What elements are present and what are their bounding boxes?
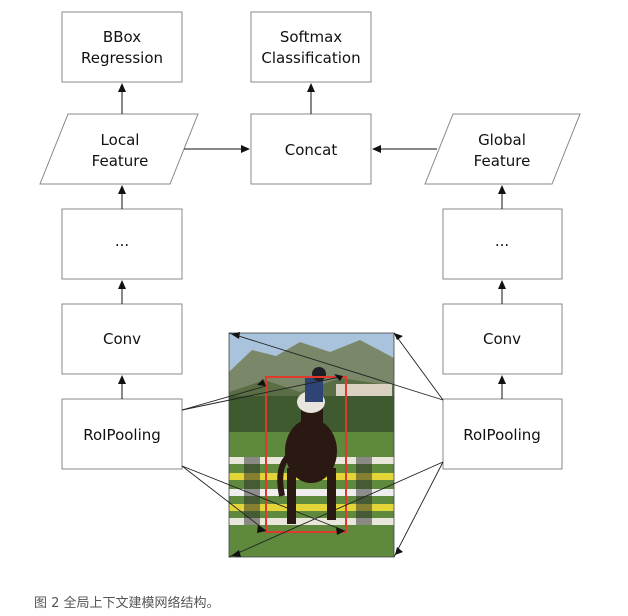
bbox-regression-label-line1: BBox	[103, 28, 141, 46]
global-feature-label-line1: Global	[478, 131, 526, 149]
global-feature-label-line2: Feature	[474, 152, 531, 170]
corner-arrowhead-8	[395, 547, 403, 555]
global-feature-parallelogram: Global Feature	[424, 113, 581, 185]
softmax-classification-box: Softmax Classification	[250, 11, 372, 83]
right-projection-line-2	[393, 332, 444, 401]
corner-arrowhead-2	[334, 374, 343, 381]
left-conv-label: Conv	[103, 330, 141, 348]
right-ellipsis-label: ...	[495, 232, 509, 250]
right-conv-box: Conv	[442, 303, 563, 375]
left-projection-line-1	[181, 385, 267, 411]
left-ellipsis-box: ...	[61, 208, 183, 280]
right-roipooling-label: RoIPooling	[463, 426, 541, 444]
softmax-label-line1: Softmax	[280, 28, 342, 46]
photo-border	[228, 332, 395, 558]
right-projection-line-3	[228, 461, 444, 558]
concat-box: Concat	[250, 113, 372, 185]
left-ellipsis-label: ...	[115, 232, 129, 250]
corner-arrowhead-6	[394, 333, 403, 340]
right-projection-line-1	[228, 332, 444, 401]
corner-arrowhead-3	[257, 525, 266, 533]
corner-arrowhead-1	[257, 379, 266, 386]
left-projection-line-4	[181, 465, 346, 532]
right-roipooling-box: RoIPooling	[442, 398, 563, 470]
right-projection-line-4	[393, 461, 444, 558]
local-feature-label-line1: Local	[101, 131, 140, 149]
local-feature-parallelogram: Local Feature	[39, 113, 199, 185]
left-projection-line-2	[181, 376, 341, 411]
architecture-diagram: BBox Regression Softmax Classification L…	[39, 11, 581, 558]
corner-arrowhead-7	[231, 550, 241, 557]
softmax-label-line2: Classification	[261, 49, 360, 67]
right-conv-label: Conv	[483, 330, 521, 348]
horse-and-rider	[277, 367, 337, 524]
left-projection-line-3	[181, 465, 267, 532]
bbox-regression-box: BBox Regression	[61, 11, 183, 83]
left-conv-box: Conv	[61, 303, 183, 375]
left-roipooling-label: RoIPooling	[83, 426, 161, 444]
corner-arrowhead-5	[231, 332, 240, 339]
corner-arrowhead-4	[336, 527, 345, 535]
local-feature-label-line2: Feature	[92, 152, 149, 170]
left-roipooling-box: RoIPooling	[61, 398, 183, 470]
concat-label: Concat	[285, 141, 338, 159]
bbox-regression-label-line2: Regression	[81, 49, 163, 67]
input-photo	[229, 333, 394, 557]
right-ellipsis-box: ...	[442, 208, 563, 280]
figure-caption: 图 2 全局上下文建模网络结构。	[34, 596, 220, 611]
detection-bbox	[265, 376, 347, 533]
